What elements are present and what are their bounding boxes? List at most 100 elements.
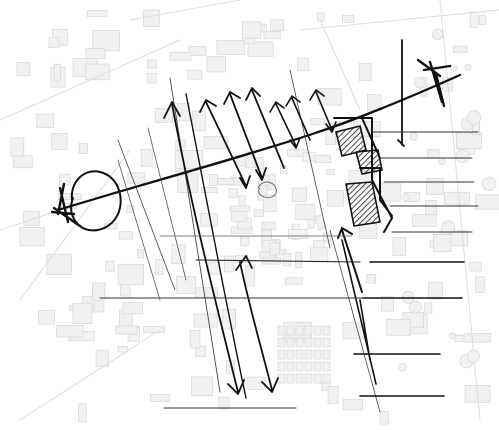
base-map-seating [295,373,304,384]
base-map-tree [466,349,480,363]
right-end-mark [416,58,452,108]
base-map-building [203,136,229,150]
hatched-block-2 [355,149,383,175]
base-map-building [478,15,487,25]
base-map-building [176,276,196,294]
base-map-building [444,191,470,205]
base-map-building [10,137,25,157]
base-map-seating [277,325,286,336]
base-map-building [342,399,363,411]
hatched-block-1 [335,125,367,157]
base-map-building [140,149,153,167]
base-map-tree [482,176,497,191]
base-map-building [216,40,245,55]
base-map-building [325,123,336,145]
base-map-seating [304,361,313,372]
long-arrow-3-head-bottom [261,377,279,393]
base-map-building [296,57,310,72]
long-arrow-2 [185,93,247,399]
base-map-seating [304,325,313,336]
base-map-building [147,59,157,69]
base-map-seating [322,349,331,360]
base-map-road [299,9,499,31]
hatched-block-3 [345,181,381,227]
base-map-building [23,210,40,226]
base-map-building [425,200,438,216]
base-map-building [48,37,60,48]
base-map-road [19,149,131,301]
base-map-road [19,329,161,421]
base-map-building [455,132,482,150]
long-arrow-1-head-bottom [227,379,245,395]
base-map-building [115,325,138,335]
base-map-site-block [217,178,234,186]
section-line-2 [195,259,361,263]
left-end-mark [50,182,82,228]
base-map-building [84,63,110,81]
base-map-building [78,142,88,154]
base-map-building [263,30,281,40]
long-arrow-3-head-top [235,255,253,271]
base-map-site-block [323,232,332,243]
base-map-building [192,110,206,132]
base-map-building [46,253,72,275]
base-map-building [463,333,491,343]
base-map-seating [295,325,304,336]
base-map-building [92,282,106,302]
base-map-building [171,244,186,264]
base-map-site-block [263,194,277,212]
base-map-building [379,411,389,425]
base-map-building [87,10,108,18]
base-map-site-block [314,213,327,231]
base-map-building [154,107,174,123]
base-map-building [191,376,214,397]
base-map-seating [295,349,304,360]
base-map-tree [441,220,456,235]
base-map-seating [286,361,295,372]
base-map-site-block [283,252,292,267]
base-map-building [143,326,165,333]
base-map-building [218,396,230,410]
right-vertical-line [397,39,405,147]
base-map-site-block [326,169,335,176]
cross-arrow-6 [309,89,337,133]
base-map-building [469,261,482,272]
base-map-building [358,63,372,82]
base-map-seating [322,361,331,372]
base-map-building [285,277,303,285]
base-map-building [244,376,266,390]
base-map-building [386,318,411,336]
base-map-building [187,69,203,80]
guide-line-4 [329,229,381,413]
base-map-tree [432,28,444,40]
base-map-road [0,39,181,121]
base-map-seating [304,373,313,384]
main-axis-line-overstroke [89,79,449,201]
base-map-tree [413,77,426,89]
base-map-building [53,63,61,82]
base-map-building [366,274,377,284]
cross-arrow-2 [223,91,267,181]
base-map-building [189,329,201,349]
base-map-building [221,308,236,330]
base-map-site-block [295,252,303,268]
base-map-building [188,46,207,56]
base-map-seating [295,361,304,372]
base-map-site-block [229,205,251,212]
base-map-building [51,133,68,150]
base-map-building [428,281,443,300]
base-map-site-block [288,229,308,240]
base-map-building [143,9,160,27]
long-arrow-3 [239,261,273,391]
circle-node [70,170,122,232]
base-map-tree [466,110,481,125]
base-map-seating [322,337,331,348]
central-small-circle [257,181,277,199]
base-map-building [193,313,218,328]
base-map-building [169,52,192,61]
base-map-building [117,263,144,285]
cross-arrow-3 [245,87,285,169]
base-map-building [426,178,444,195]
base-map-building [412,214,437,227]
